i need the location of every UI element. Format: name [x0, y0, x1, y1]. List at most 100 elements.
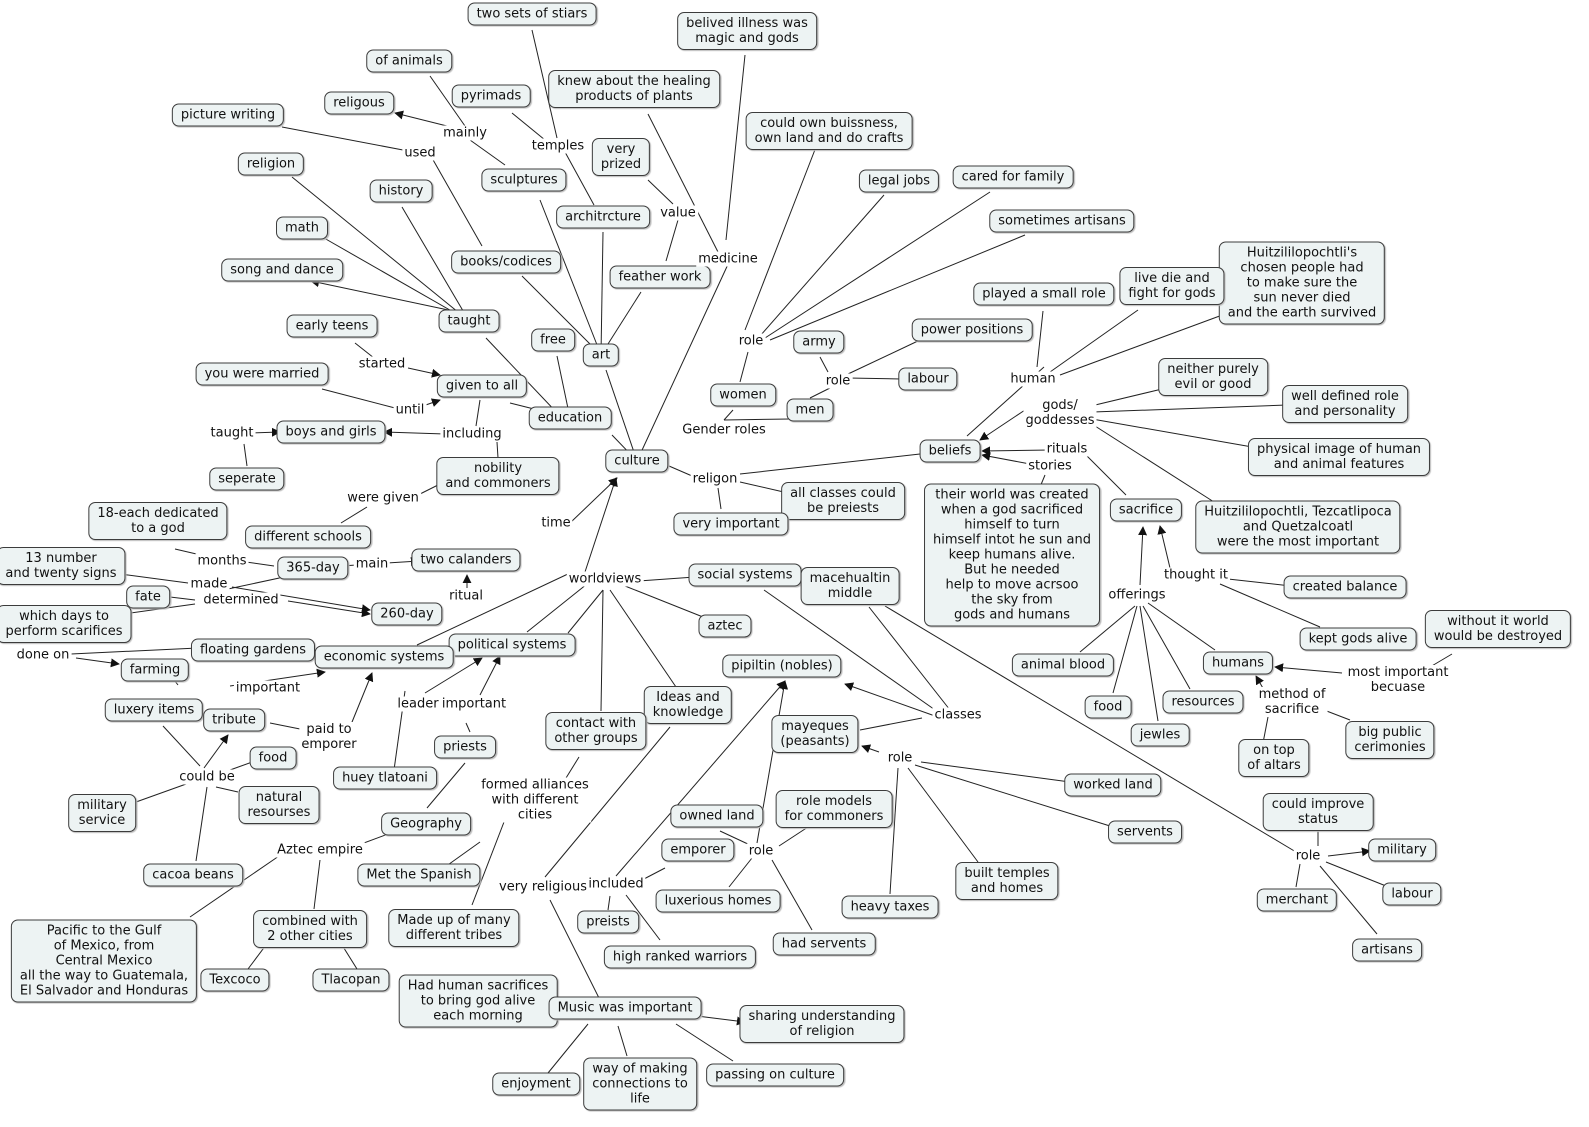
concept-art: art	[582, 343, 620, 367]
line-connector	[859, 717, 923, 731]
concept-owned-land: owned land	[670, 804, 764, 828]
concept-illness: belived illness was magic and gods	[677, 12, 817, 50]
line-connector	[819, 356, 829, 373]
arrow-connector	[979, 409, 1026, 441]
concept-army: army	[793, 330, 845, 354]
line-connector	[281, 126, 404, 151]
line-connector	[243, 443, 248, 467]
line-connector	[321, 388, 396, 409]
concept-animal-blood: animal blood	[1011, 653, 1115, 677]
concept-created-balance: created balance	[1283, 575, 1407, 599]
concept-emporer: emporer	[661, 838, 735, 862]
concept-history: history	[369, 179, 433, 203]
concept-religous: religous	[324, 91, 394, 115]
link-label-human: human	[1008, 371, 1058, 387]
line-connector	[215, 786, 239, 793]
link-label-medicine: medicine	[696, 251, 760, 267]
line-connector	[624, 585, 704, 618]
concept-without-it: without it world would be destroyed	[1424, 610, 1572, 648]
line-connector	[719, 830, 751, 846]
concept-all-classes: all classes could be preiests	[781, 482, 905, 520]
line-connector	[847, 339, 921, 375]
arrow-connector	[75, 657, 120, 668]
line-connector	[469, 139, 506, 166]
concept-world-created: their world was created when a god sacri…	[924, 483, 1100, 627]
line-connector	[1092, 404, 1288, 413]
line-connector	[431, 157, 483, 247]
concept-aztec: aztec	[698, 614, 752, 638]
concept-labour2: labour	[1382, 882, 1442, 906]
line-connector	[70, 647, 199, 655]
link-label-stories: stories	[1026, 458, 1074, 474]
line-connector	[1036, 310, 1044, 368]
arrow-connector	[981, 452, 1031, 465]
concept-enjoyment: enjoyment	[492, 1072, 580, 1096]
line-connector	[1323, 709, 1351, 721]
line-connector	[340, 506, 368, 524]
arrow-connector	[349, 672, 374, 728]
concept-feather-work: feather work	[609, 265, 711, 289]
concept-women: women	[710, 383, 776, 407]
link-label-role-pip: role	[746, 843, 776, 859]
link-label-important-econ: important	[233, 680, 303, 696]
link-label-done-on: done on	[14, 647, 72, 663]
line-connector	[1262, 716, 1269, 744]
line-connector	[739, 481, 789, 494]
line-connector	[907, 767, 979, 863]
line-connector	[1090, 388, 1163, 407]
concept-free: free	[531, 328, 575, 352]
link-label-mainly: mainly	[441, 125, 489, 141]
concept-mayeques: mayeques (peasants)	[771, 715, 859, 753]
concept-physical-image: physical image of human and animal featu…	[1247, 438, 1431, 476]
link-label-religon: religon	[690, 471, 740, 487]
link-label-role-w: role	[736, 333, 766, 349]
line-connector	[723, 409, 734, 421]
link-label-taught-l: taught	[208, 425, 256, 441]
line-connector	[868, 606, 951, 711]
concept-taught-n: taught	[438, 309, 500, 333]
concept-resources: resources	[1162, 690, 1244, 714]
concept-way-making: way of making connections to life	[583, 1057, 697, 1111]
link-label-very-religious: very religious	[497, 879, 589, 895]
link-label-included: included	[586, 876, 646, 892]
line-connector	[1139, 605, 1159, 722]
arrow-connector	[615, 680, 786, 877]
arrow-connector	[287, 600, 371, 618]
arrow-connector	[569, 477, 618, 524]
link-label-determined: determined	[201, 592, 281, 608]
link-label-used: used	[402, 145, 438, 161]
line-connector	[884, 605, 1297, 853]
link-label-main: main	[353, 556, 391, 572]
arrow-connector	[1274, 663, 1343, 674]
line-connector	[511, 112, 546, 141]
line-connector	[119, 573, 189, 584]
link-label-ritual: ritual	[447, 588, 485, 604]
line-connector	[625, 894, 661, 941]
concept-architecture: architrcture	[556, 205, 650, 229]
arrow-connector	[844, 682, 936, 717]
line-connector	[1094, 425, 1215, 503]
concept-met-spanish: Met the Spanish	[357, 863, 481, 887]
line-connector	[496, 441, 499, 459]
line-connector	[195, 786, 208, 862]
line-connector	[341, 944, 358, 970]
link-label-value: value	[658, 205, 698, 221]
concept-on-top: on top of altars	[1238, 739, 1310, 777]
concept-servents: servents	[1108, 820, 1182, 844]
link-label-role-mer: role	[1293, 848, 1323, 864]
link-label-classes: classes	[932, 707, 984, 723]
concept-two-calendars: two calanders	[411, 548, 521, 572]
line-connector	[426, 762, 466, 809]
arrow-connector	[424, 657, 483, 694]
concept-two-sets-stairs: two sets of stiars	[467, 2, 597, 26]
concept-live-die: live die and fight for gods	[1119, 267, 1225, 305]
line-connector	[636, 259, 731, 462]
concept-combined: combined with 2 other cities	[253, 910, 367, 948]
concept-made-up: Made up of many different tribes	[388, 909, 520, 947]
concept-macehualtin: macehualtin middle	[800, 567, 900, 605]
line-connector	[1059, 306, 1245, 376]
line-connector	[465, 722, 471, 733]
concept-you-married: you were married	[195, 362, 329, 386]
line-connector	[291, 176, 470, 322]
concept-texcoco: Texcoco	[200, 968, 270, 992]
